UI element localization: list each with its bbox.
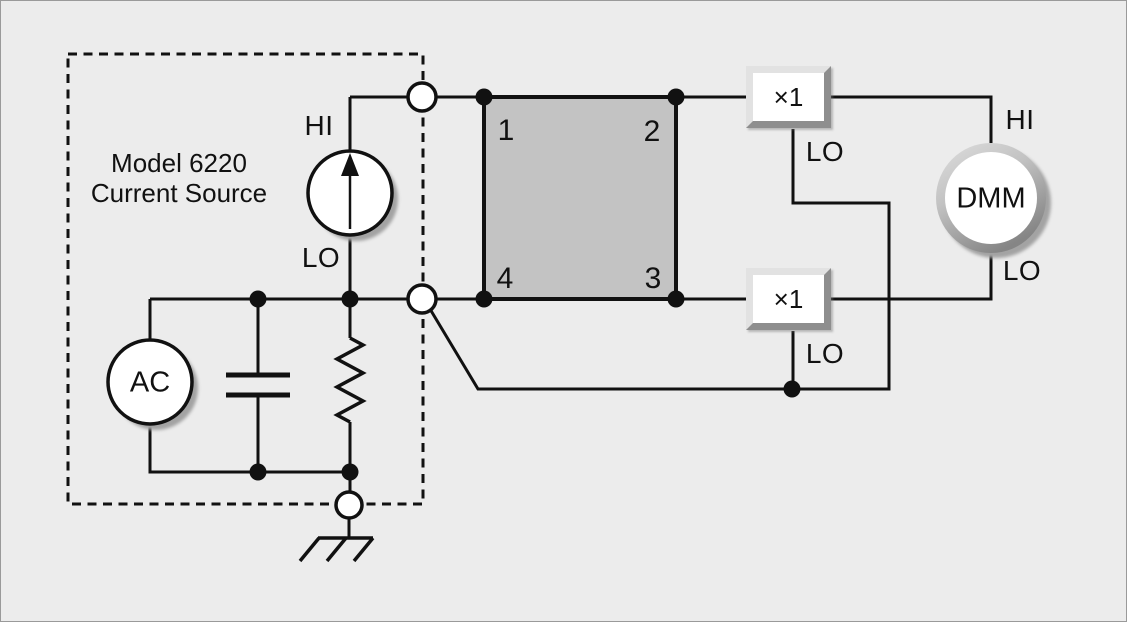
dmm-symbol	[945, 152, 1037, 244]
terminal-hi	[406, 81, 438, 113]
source-box-title-line1: Model 6220	[111, 148, 247, 178]
junction-dot	[341, 463, 359, 481]
buffer-bottom-lo-label: LO	[805, 338, 845, 369]
resistor-symbol	[333, 336, 367, 424]
dmm-label: DMM	[956, 182, 1026, 215]
sample-corner-4-label: 4	[496, 262, 514, 295]
terminals	[334, 81, 438, 520]
sample-corner-2-label: 2	[643, 115, 661, 148]
source-box-title: Model 6220 Current Source	[91, 148, 267, 208]
ground-symbol	[298, 536, 375, 563]
buffer-top-label: ×1	[773, 81, 804, 112]
ground-hatch-3	[352, 536, 375, 563]
wire-buffer1-to-dmm-hi	[831, 95, 993, 143]
wire-ac-bottom-loop	[148, 424, 350, 474]
junction-dot	[475, 88, 493, 106]
ac-source-label: AC	[129, 366, 171, 399]
ac-source-symbol	[106, 338, 194, 426]
buffer-top-lo-label: LO	[805, 136, 845, 167]
terminal-ground	[334, 490, 364, 520]
ground-hatch-2	[325, 536, 348, 563]
terminal-lo	[406, 283, 438, 315]
junction-dot	[783, 380, 801, 398]
sample-square	[482, 95, 678, 301]
current-source-arrow-icon	[341, 153, 359, 229]
current-source-lo-label: LO	[301, 242, 341, 273]
junction-dots	[249, 88, 801, 481]
dmm-lo-label: LO	[1002, 255, 1042, 286]
dmm-hi-label: HI	[1005, 104, 1035, 135]
sample-corner-1-label: 1	[497, 114, 515, 147]
source-box-title-line2: Current Source	[90, 178, 268, 208]
buffer-bottom-label: ×1	[773, 283, 804, 314]
junction-dot	[249, 463, 267, 481]
ground-hatch-1	[298, 536, 321, 563]
junction-dot	[667, 88, 685, 106]
sample-corner-3-label: 3	[644, 262, 662, 295]
wire-buffer2-to-dmm-lo	[828, 253, 993, 301]
junction-dot	[667, 290, 685, 308]
buffer-top-box: ×1	[746, 66, 831, 128]
junction-dot	[341, 290, 359, 308]
buffer-bottom-box: ×1	[746, 268, 831, 330]
junction-dot	[249, 290, 267, 308]
current-source-dashed-enclosure	[66, 52, 425, 506]
capacitor-symbol	[226, 372, 290, 398]
wire-buffer-lo-return	[428, 129, 891, 391]
current-source-hi-label: HI	[304, 110, 334, 141]
junction-dot	[475, 290, 493, 308]
